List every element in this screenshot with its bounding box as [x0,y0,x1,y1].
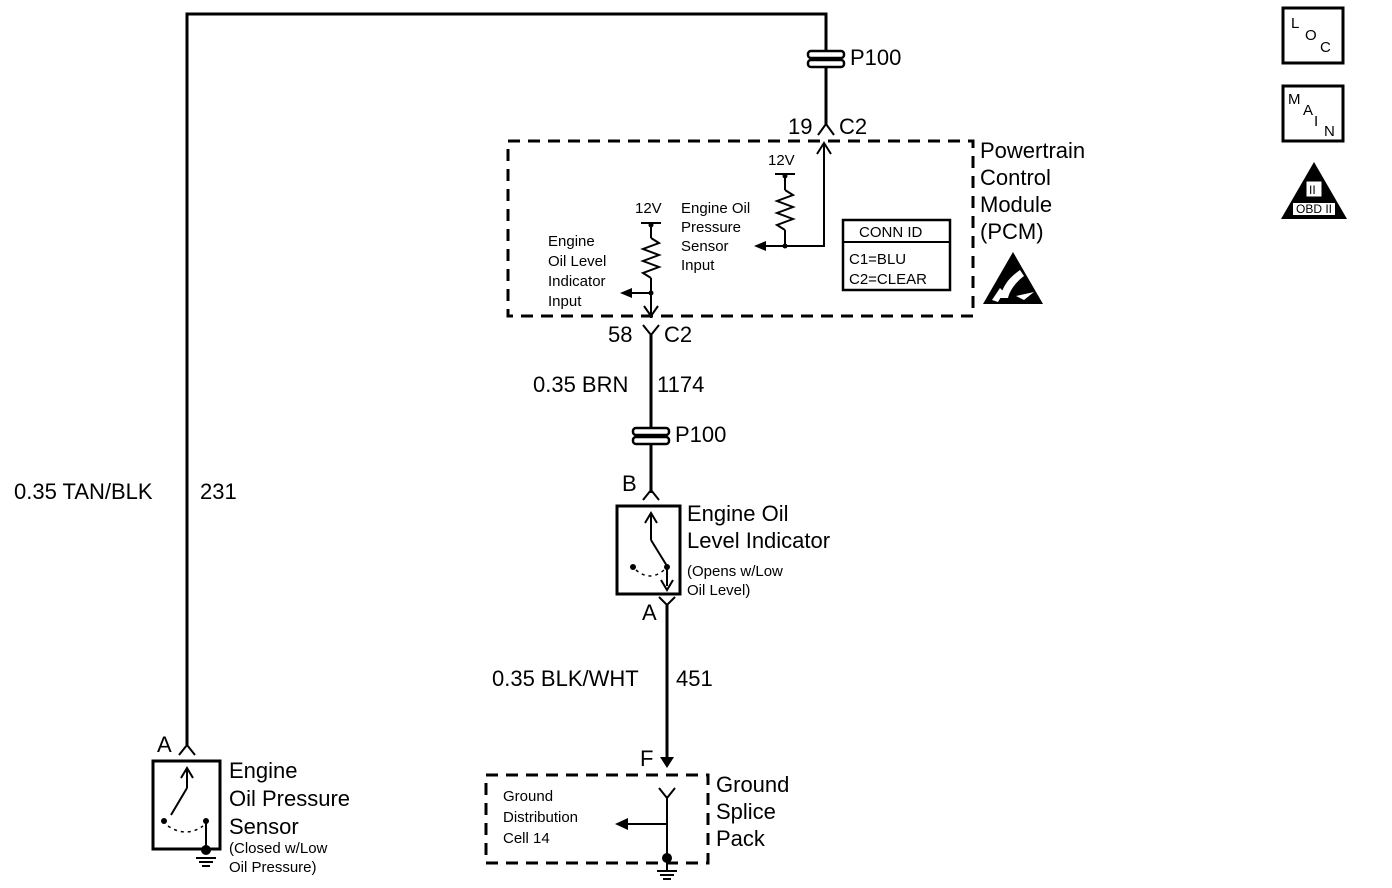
wire-451-gauge-color: 0.35 BLK/WHT [492,666,639,691]
svg-text:Pack: Pack [716,826,766,851]
level-indicator-title: Engine Oil Level Indicator [687,501,830,553]
svg-text:Engine: Engine [229,758,298,783]
level-indicator-note: (Opens w/Low Oil Level) [687,563,783,599]
pcm-pin-58-connector [642,324,660,337]
pcm-pin-58-connector-label: C2 [664,322,692,347]
level-indicator-pin-b: B [622,471,637,496]
svg-text:Engine Oil: Engine Oil [681,200,750,217]
ground-cell-label: Ground Distribution Cell 14 [503,788,578,847]
svg-text:Splice: Splice [716,799,776,824]
svg-text:(Closed w/Low: (Closed w/Low [229,840,328,857]
pressure-sensor-pin-a: A [157,732,172,757]
pressure-sensor-box [151,759,222,851]
pcm-pin-19-connector [817,122,835,136]
resistor-left [640,237,662,279]
volt-label-left: 12V [635,200,662,217]
svg-text:Ground: Ground [503,788,553,805]
esd-warning-icon [983,252,1043,304]
svg-text:Pressure: Pressure [681,219,741,236]
pressure-sensor-title: Engine Oil Pressure Sensor [229,758,350,839]
svg-text:Oil Pressure): Oil Pressure) [229,859,317,876]
pressure-sensor-note: (Closed w/Low Oil Pressure) [229,840,328,876]
svg-text:C: C [1320,39,1331,56]
wire-1174-circuit: 1174 [657,372,704,397]
svg-text:Powertrain: Powertrain [980,138,1085,163]
conn-id-c2: C2=CLEAR [849,271,927,288]
pcm-pin-19-number: 19 [788,114,812,139]
svg-text:Ground: Ground [716,772,789,797]
level-indicator-box [615,504,682,596]
ground-pack-title: Ground Splice Pack [716,772,789,851]
svg-text:Module: Module [980,192,1052,217]
svg-text:I: I [1314,113,1318,130]
wire-231-gauge-color: 0.35 TAN/BLK [14,479,153,504]
svg-text:Level Indicator: Level Indicator [687,528,830,553]
splice-p100-middle [631,426,671,446]
obd-ii-badge[interactable]: II OBD II [1281,162,1347,219]
pressure-input-label: Engine Oil Pressure Sensor Input [681,200,750,274]
splice-p100-top [806,49,846,69]
level-input-label: Engine Oil Level Indicator Input [548,233,606,310]
svg-text:Sensor: Sensor [229,814,299,839]
svg-text:(PCM): (PCM) [980,219,1044,244]
wire-231-circuit: 231 [200,479,237,504]
svg-text:Oil Pressure: Oil Pressure [229,786,350,811]
svg-text:A: A [1303,102,1313,119]
ground-pack-box [484,773,710,865]
pcm-pin-19-connector-label: C2 [839,114,867,139]
conn-id-header: CONN ID [859,224,923,241]
volt-label-right: 12V [768,152,795,169]
svg-text:M: M [1288,91,1301,108]
svg-text:O: O [1305,27,1317,44]
svg-text:Oil Level: Oil Level [548,253,606,270]
svg-text:N: N [1324,123,1335,140]
level-indicator-pin-a: A [642,600,657,625]
svg-text:Engine: Engine [548,233,595,250]
wire-1174-gauge-color: 0.35 BRN [533,372,628,397]
wire-451-circuit: 451 [676,666,713,691]
loc-badge[interactable]: L O C [1281,6,1345,65]
svg-text:Engine Oil: Engine Oil [687,501,789,526]
svg-text:II: II [1309,183,1316,197]
wire-231 [185,12,828,745]
ground-pack-pin-f: F [640,746,653,771]
svg-text:Input: Input [681,257,715,274]
svg-text:Control: Control [980,165,1051,190]
svg-text:Cell 14: Cell 14 [503,830,550,847]
pressure-sensor-ground-icon [196,857,216,867]
resistor-right [774,189,796,231]
svg-text:Sensor: Sensor [681,238,729,255]
svg-text:L: L [1291,15,1299,32]
splice-p100-middle-label: P100 [675,422,726,447]
pcm-title: Powertrain Control Module (PCM) [980,138,1085,244]
svg-text:OBD II: OBD II [1296,202,1332,216]
svg-text:Input: Input [548,293,582,310]
conn-id-box: CONN ID C1=BLU C2=CLEAR [841,218,952,292]
splice-p100-top-label: P100 [850,45,901,70]
main-badge[interactable]: M A I N [1281,84,1345,143]
svg-text:Distribution: Distribution [503,809,578,826]
svg-text:Oil Level): Oil Level) [687,582,750,599]
pcm-pin-58-number: 58 [608,322,632,347]
svg-text:Indicator: Indicator [548,273,606,290]
svg-text:(Opens w/Low: (Opens w/Low [687,563,783,580]
conn-id-c1: C1=BLU [849,251,906,268]
ground-symbol-icon [657,862,677,880]
